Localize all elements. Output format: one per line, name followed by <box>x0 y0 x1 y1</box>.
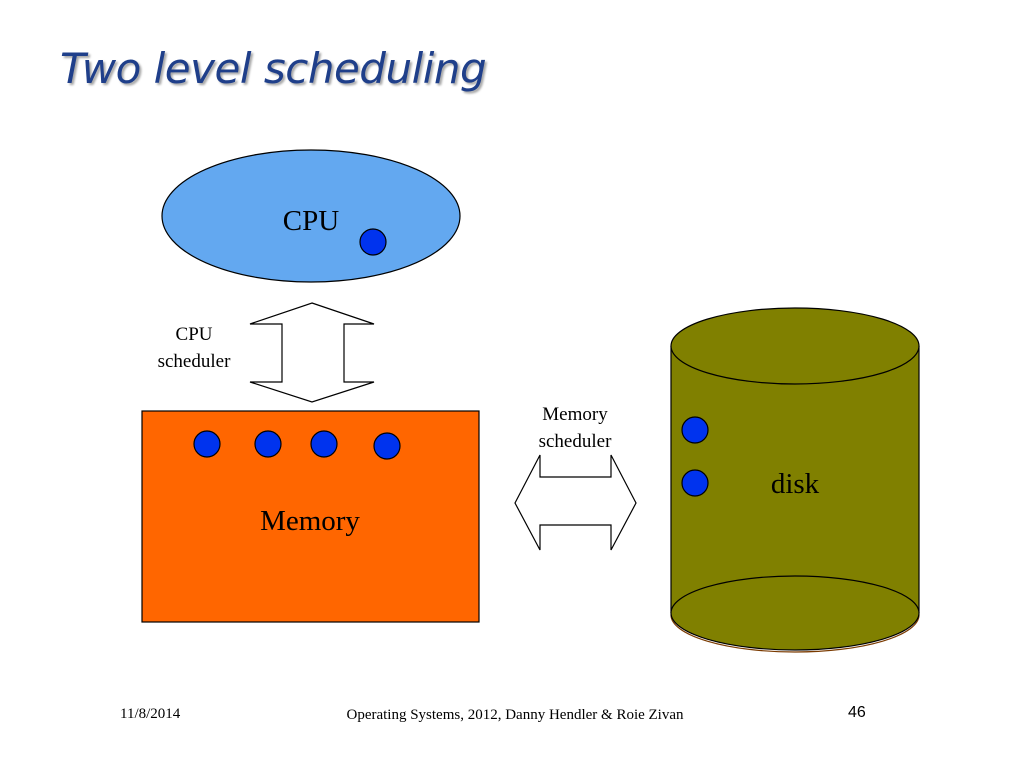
memory-scheduler-label-line1: Memory <box>542 404 608 425</box>
cpu-label: CPU <box>283 205 339 237</box>
memory-process-dot <box>254 430 282 458</box>
disk-process-dot <box>681 469 709 497</box>
memory-scheduler-arrow <box>514 454 637 551</box>
footer-date: 11/8/2014 <box>120 706 181 722</box>
disk-process-dot <box>681 416 709 444</box>
disk-label: disk <box>771 468 820 500</box>
disk-cylinder-top <box>670 307 920 385</box>
disk-cylinder-bottom <box>670 575 920 651</box>
memory-scheduler-label-line2: scheduler <box>539 431 612 452</box>
memory-process-dot <box>193 430 221 458</box>
cpu-ellipse <box>161 149 461 283</box>
cpu-scheduler-label-line1: CPU <box>176 324 213 345</box>
cpu-scheduler-arrow <box>249 302 375 403</box>
disk-cylinder-body <box>671 346 919 613</box>
cpu-scheduler-label-line2: scheduler <box>158 351 231 372</box>
slide-title: Two level scheduling <box>60 44 487 93</box>
memory-process-dot <box>310 430 338 458</box>
memory-process-dot <box>373 432 401 460</box>
memory-label: Memory <box>260 505 360 537</box>
footer-credit: Operating Systems, 2012, Danny Hendler &… <box>346 707 684 723</box>
page-number: 46 <box>848 704 866 721</box>
cpu-process-dot <box>359 228 387 256</box>
